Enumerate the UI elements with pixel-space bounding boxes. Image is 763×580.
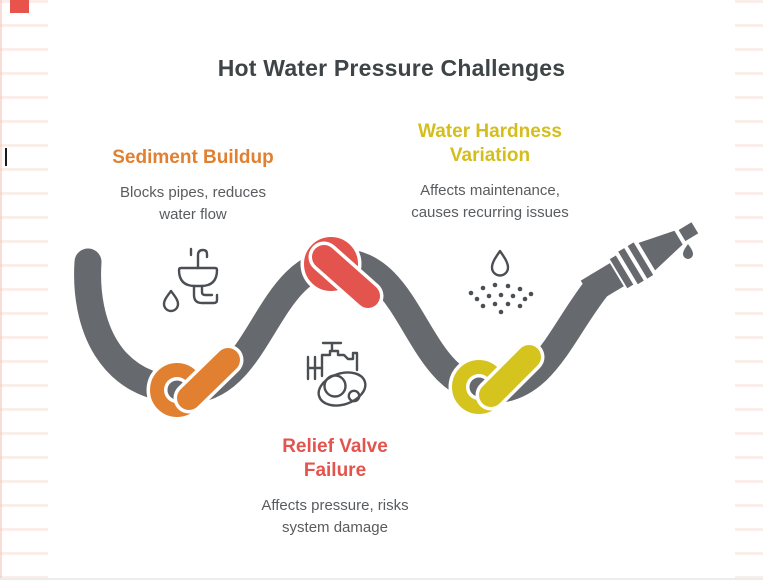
water-drop-icon bbox=[683, 244, 693, 259]
text-cursor-mark bbox=[5, 148, 7, 166]
paper-margin-line bbox=[0, 0, 2, 580]
knot-sediment-buildup bbox=[146, 344, 244, 421]
knot-loop bbox=[312, 245, 380, 308]
knot-relief-valve bbox=[300, 233, 384, 312]
challenge-relief-valve: Relief Valve Failure Affects pressure, r… bbox=[230, 435, 440, 539]
relief-valve-icon bbox=[306, 341, 367, 407]
challenge-label: Water Hardness Variation bbox=[418, 121, 562, 166]
water-spray-icon bbox=[468, 249, 534, 315]
challenge-label: Sediment Buildup bbox=[112, 147, 274, 168]
ruled-paper-right-edge bbox=[735, 0, 763, 580]
bottom-edge-line bbox=[0, 578, 763, 580]
challenge-water-hardness: Water Hardness Variation Affects mainten… bbox=[385, 120, 595, 224]
knot-loop bbox=[479, 345, 541, 407]
ruled-paper-left-edge bbox=[0, 0, 48, 580]
knot-water-hardness bbox=[448, 341, 545, 418]
spray-nozzle-icon bbox=[580, 222, 699, 304]
spray-dots bbox=[468, 282, 534, 315]
page-title: Hot Water Pressure Challenges bbox=[217, 55, 566, 81]
corner-red-square bbox=[10, 0, 29, 13]
challenge-description: Affects maintenance, causes recurring is… bbox=[411, 182, 569, 221]
knot-loop bbox=[177, 348, 240, 410]
challenge-description: Affects pressure, risks system damage bbox=[261, 497, 409, 536]
challenge-label: Relief Valve Failure bbox=[282, 436, 388, 481]
challenge-sediment-buildup: Sediment Buildup Blocks pipes, reduces w… bbox=[73, 146, 313, 226]
challenge-description: Blocks pipes, reduces water flow bbox=[120, 184, 266, 223]
sink-drain-icon bbox=[162, 247, 219, 313]
